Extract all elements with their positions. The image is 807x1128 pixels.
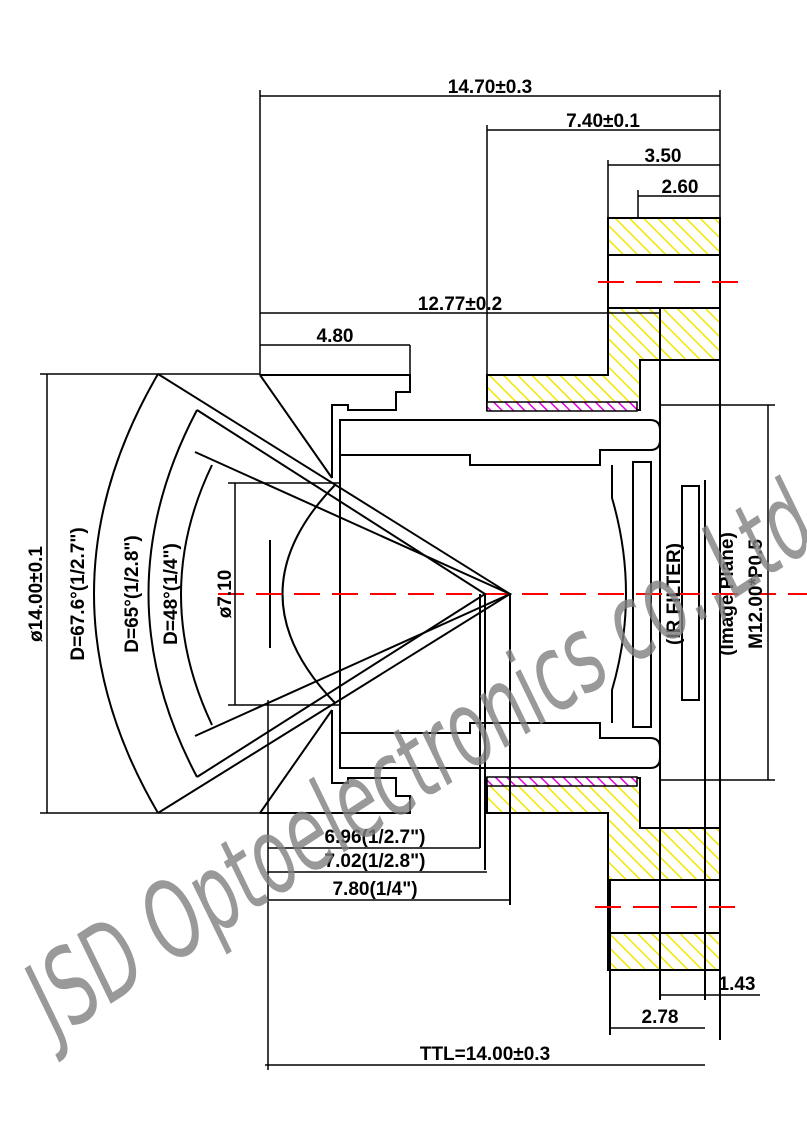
fov-diagram — [93, 373, 513, 905]
dim-barrel-length: 12.77±0.2 — [418, 294, 502, 315]
dim-front-length: 4.80 — [317, 326, 354, 347]
dim-bfl-3: 7.80(1/4") — [332, 879, 417, 900]
holder-bottom — [486, 776, 721, 971]
dim-thread: M12.00*P0.5 — [746, 539, 767, 649]
dim-holder-flange: 2.60 — [662, 177, 699, 198]
holder-top — [486, 217, 721, 412]
dim-front-aperture: ø7.10 — [215, 570, 236, 619]
fov-d2: D=65°(1/2.8") — [122, 535, 143, 652]
dim-bfl-1: 6.96(1/2.7") — [325, 827, 426, 848]
dim-flange-length: 7.40±0.1 — [566, 111, 640, 132]
dim-overall-length: 14.70±0.3 — [448, 77, 532, 98]
dim-rear-to-plane: 2.78 — [642, 1007, 679, 1028]
label-image-plane: (Image Plane) — [717, 532, 738, 656]
dim-filter-to-plane: 1.43 — [719, 974, 756, 995]
label-ir-filter: (IR FILTER) — [664, 543, 685, 645]
fov-d3: D=48°(1/4") — [161, 543, 182, 645]
mount-centerlines — [595, 281, 745, 908]
dim-holder-step: 3.50 — [645, 146, 682, 167]
extension-lines — [609, 218, 721, 1040]
fov-d1: D=67.6°(1/2.7") — [68, 527, 89, 660]
dimension-lines — [40, 90, 775, 1070]
dim-ttl: TTL=14.00±0.3 — [420, 1044, 550, 1065]
dim-outer-diameter: ø14.00±0.1 — [26, 546, 47, 642]
dim-bfl-2: 7.02(1/2.8") — [325, 851, 426, 872]
